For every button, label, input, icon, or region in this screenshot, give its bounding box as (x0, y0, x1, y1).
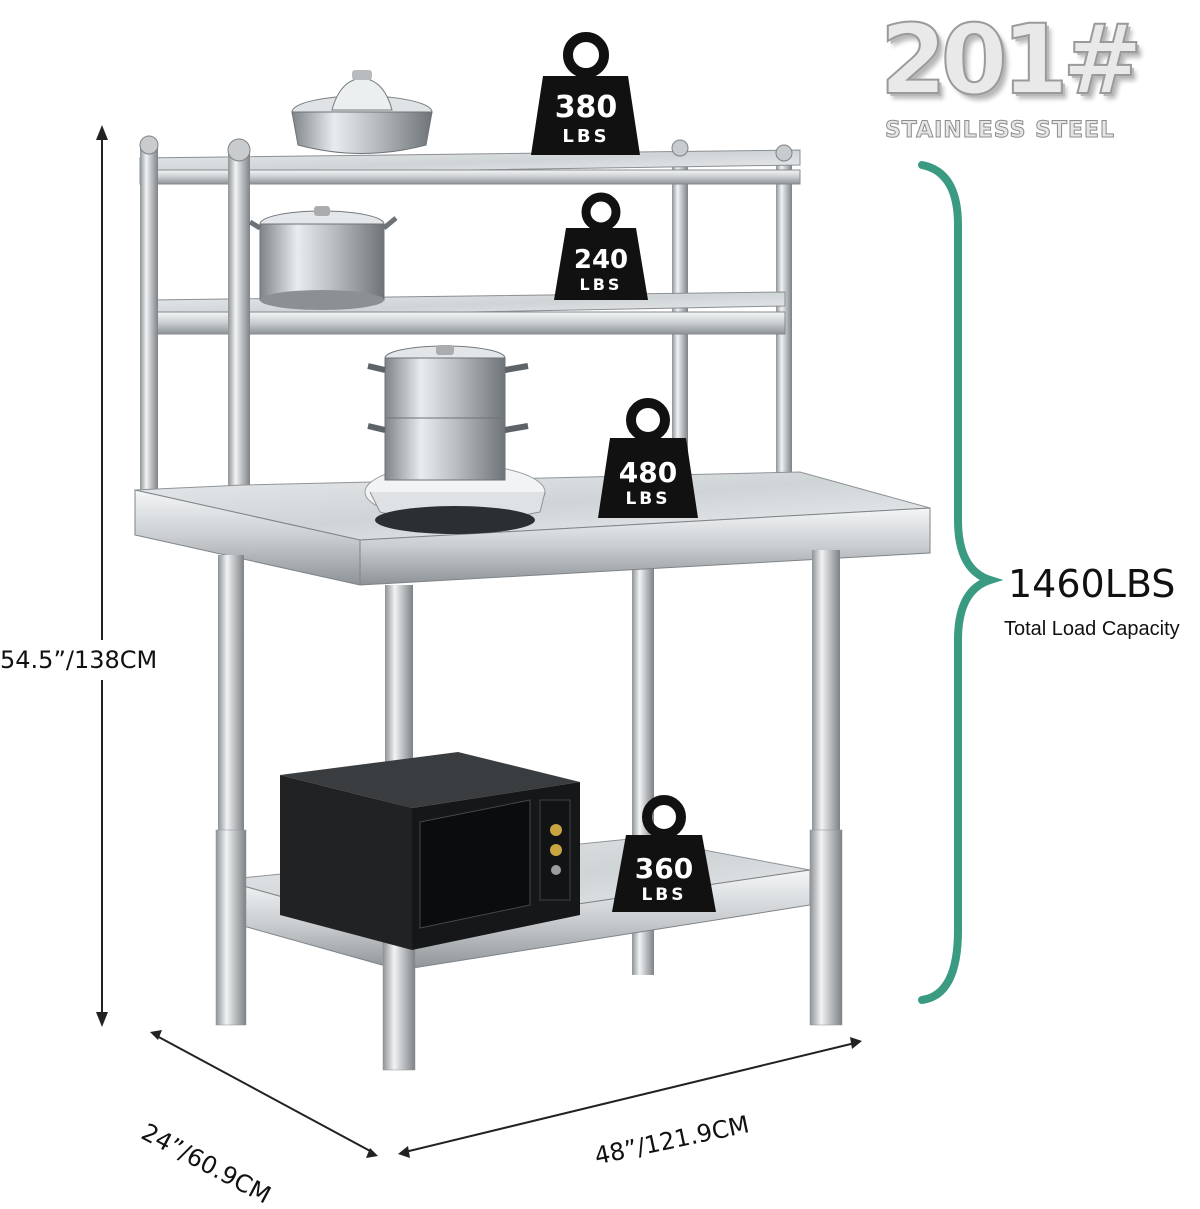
overshelf-front-posts (139, 135, 793, 520)
total-capacity-value: 1460LBS (1008, 562, 1176, 606)
material-label: STAINLESS STEEL (884, 118, 1116, 144)
steel-grade-badge: 201# (879, 3, 1144, 117)
height-dimension-arrow (96, 125, 108, 1027)
sauce-pan-with-juicer (291, 70, 433, 154)
weight-badge-undershelf: 360 LBS (612, 795, 716, 912)
weight-unit: LBS (625, 489, 670, 509)
weight-unit: LBS (580, 275, 623, 294)
capacity-brace (918, 161, 1004, 1004)
steamer-pot-on-cooktop (364, 345, 546, 534)
weight-unit: LBS (562, 126, 609, 147)
width-dimension-arrow (398, 1037, 862, 1158)
microwave-oven (280, 752, 580, 950)
weight-badge-worktop: 480 LBS (598, 398, 698, 518)
height-dimension-label: 54.5”/138CM (0, 646, 158, 674)
stock-pot (248, 206, 398, 310)
weight-value: 360 (635, 852, 693, 885)
weight-badge-top-shelf: 380 LBS (531, 32, 640, 155)
weight-badge-middle-shelf: 240 LBS (554, 192, 648, 300)
weight-unit: LBS (641, 885, 686, 905)
weight-value: 240 (574, 245, 628, 275)
weight-value: 380 (555, 90, 618, 125)
depth-dimension-arrow (150, 1030, 378, 1158)
total-capacity-label: Total Load Capacity (1004, 618, 1180, 640)
weight-value: 480 (619, 456, 677, 489)
